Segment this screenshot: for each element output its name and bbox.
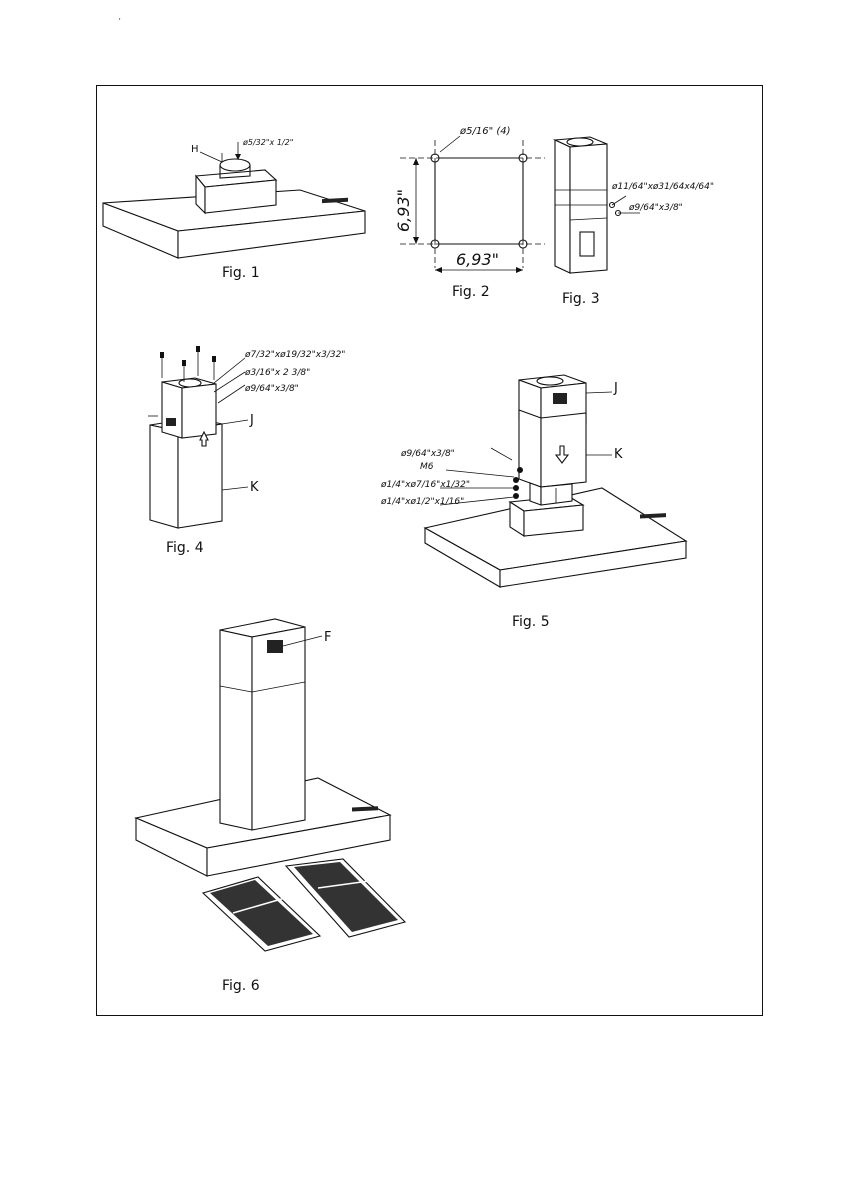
fig6-hood-assembled (136, 619, 390, 876)
fig4-label-k: K (250, 480, 259, 495)
fig2-height-label: 6,93" (394, 189, 413, 232)
fig1-caption: Fig. 1 (222, 265, 260, 281)
fig5-label-j: J (613, 381, 618, 396)
fig6-label-f: F (324, 630, 331, 645)
fig1-label-h: H (191, 144, 199, 155)
fig5-washer-a-label: ø1/4"xø7/16"x1/32" (380, 480, 470, 490)
fig4-label-j: J (249, 413, 254, 428)
fig2-width-label: 6,93" (456, 250, 499, 269)
fig3-washer-label: ø11/64"xø31/64x4/64" (611, 182, 714, 192)
fig3-caption: Fig. 3 (562, 291, 600, 307)
page-mark: · (118, 15, 121, 25)
fig4-caption: Fig. 4 (166, 540, 204, 556)
fig6-grease-filters (203, 859, 405, 951)
fig3-bracket (555, 137, 640, 273)
fig5-nut-label: M6 (420, 462, 434, 472)
fig6-caption: Fig. 6 (222, 978, 260, 994)
fig2-caption: Fig. 2 (452, 284, 490, 300)
fig5-washer-b-label: ø1/4"xø1/2"x1/16" (380, 497, 464, 507)
fig4-screw-label: ø9/64"x3/8" (244, 384, 299, 394)
fig5-label-k: K (614, 447, 623, 462)
fig4-washer-label: ø7/32"xø19/32"x3/32" (244, 350, 345, 360)
fig1-screw-label: ø5/32"x 1/2" (242, 138, 293, 147)
fig4-chimney (148, 346, 248, 528)
fig1-hood (103, 142, 365, 258)
fig5-screw-label: ø9/64"x3/8" (400, 449, 455, 459)
fig5-caption: Fig. 5 (512, 614, 550, 630)
fig3-screw-label: ø9/64"x3/8" (628, 203, 683, 213)
fig4-plug-label: ø3/16"x 2 3/8" (244, 368, 310, 378)
fig2-holes-label: ø5/16" (4) (459, 126, 511, 137)
